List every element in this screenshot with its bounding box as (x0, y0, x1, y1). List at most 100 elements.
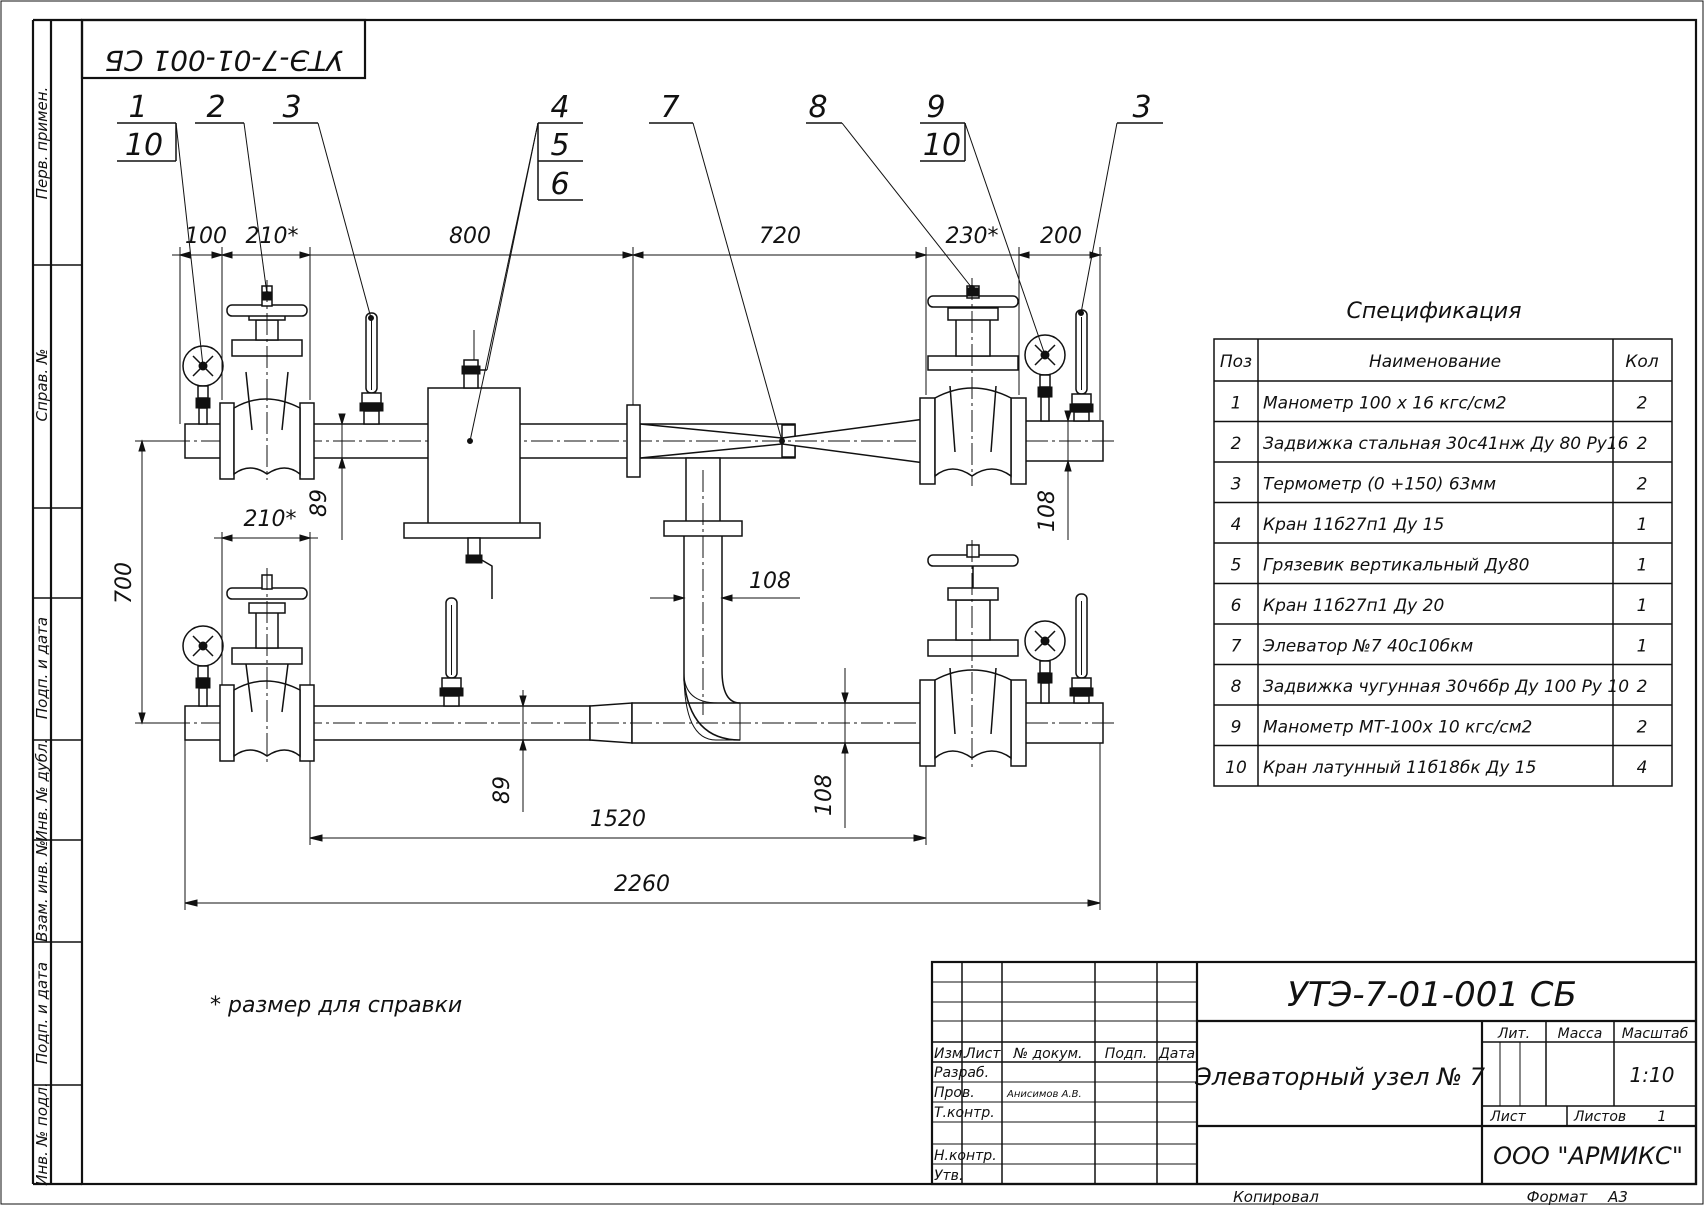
dim-89-top: 89 (307, 489, 332, 517)
gate-valve-upper-right (927, 278, 1019, 486)
thermometer-lower-left (439, 597, 464, 707)
dim-230: 230* (946, 224, 999, 249)
tb-doc-code: УТЭ-7-01-001 СБ (1287, 975, 1577, 1015)
dim-1520: 1520 (590, 807, 646, 832)
dim-89-low: 89 (490, 776, 515, 804)
callout-leaders (117, 122, 1163, 444)
spec-cell-pos: 7 (1231, 636, 1242, 656)
tb-utv: Утв. (934, 1168, 963, 1184)
tb-list: Лист (1489, 1109, 1526, 1125)
tb-tkontr: Т.контр. (934, 1105, 995, 1121)
dim-700: 700 (112, 562, 137, 604)
spec-title: Спецификация (1347, 299, 1522, 324)
spec-cell-name: Элеватор №7 40с10бкм (1262, 636, 1473, 656)
tb-razrab: Разраб. (934, 1065, 989, 1081)
spec-cell-qty: 1 (1637, 515, 1648, 535)
dim-800: 800 (449, 224, 491, 249)
side-stamp-podp-data-1: Подп. и дата (33, 617, 51, 719)
dim-108-low: 108 (812, 774, 837, 816)
tb-col-doc: № докум. (1012, 1046, 1082, 1062)
dim-720: 720 (759, 224, 801, 249)
tb-format-value: А3 (1607, 1188, 1628, 1205)
callout-5: 5 (550, 128, 569, 163)
side-stamp-labels: Перв. примен. Справ. № Подп. и дата Инв.… (33, 87, 51, 1186)
tb-company: ООО "АРМИКС" (1493, 1142, 1683, 1170)
side-stamp-sprav: Справ. № (33, 349, 51, 422)
tb-col-date: Дата (1158, 1046, 1195, 1062)
spec-cell-name: Манометр 100 х 16 кгс/см2 (1263, 393, 1507, 413)
spec-header-pos: Поз (1220, 352, 1252, 372)
side-stamp-perv-primen: Перв. примен. (33, 87, 51, 200)
side-stamp-inv-dubl: Инв. № дубл. (33, 739, 51, 842)
side-stamp-podp-data-2: Подп. и дата (33, 962, 51, 1064)
spec-cell-pos: 3 (1231, 474, 1242, 494)
gate-valve-lower-right (927, 540, 1019, 768)
spec-cell-name: Кран 11б27п1 Ду 20 (1263, 596, 1444, 616)
tb-col-list: Лист (964, 1046, 1001, 1062)
tb-copied: Копировал (1233, 1188, 1319, 1205)
elevator-branch (663, 457, 743, 741)
spec-cell-name: Задвижка стальная 30с41нж Ду 80 Ру16 (1263, 434, 1629, 454)
spec-cell-name: Кран латунный 11б18бк Ду 15 (1263, 758, 1536, 778)
tb-scale: 1:10 (1630, 1063, 1675, 1087)
tb-listov: Листов (1573, 1109, 1626, 1125)
callout-2: 2 (206, 90, 225, 125)
tb-masshtab: Масштаб (1622, 1026, 1689, 1042)
pressure-gauge-upper-right (1024, 334, 1066, 422)
callout-6: 6 (550, 167, 569, 202)
dim-2260: 2260 (614, 872, 670, 897)
thermometer-upper-right (1069, 309, 1094, 422)
callout-9-sub: 10 (923, 128, 961, 163)
spec-cell-name: Манометр МТ-100х 10 кгс/см2 (1263, 717, 1532, 737)
tb-col-sign: Подп. (1105, 1046, 1147, 1062)
spec-cell-pos: 9 (1231, 717, 1242, 737)
spec-cell-qty: 2 (1637, 434, 1648, 454)
callout-1: 1 (128, 90, 147, 125)
tb-format-label: Формат (1527, 1188, 1589, 1205)
spec-cell-qty: 2 (1637, 717, 1648, 737)
tb-nkontr: Н.контр. (934, 1148, 997, 1164)
callout-3-right: 3 (1132, 90, 1151, 125)
doc-code-stamp-text: УТЭ-7-01-001 СБ (105, 44, 344, 77)
spec-cell-qty: 2 (1637, 393, 1648, 413)
tb-massa: Масса (1558, 1026, 1603, 1042)
tb-prov-name: Анисимов А.В. (1006, 1089, 1082, 1100)
tb-prov: Пров. (934, 1085, 975, 1101)
dim-210-top: 210* (246, 224, 299, 249)
dim-100: 100 (185, 224, 227, 249)
spec-cell-name: Кран 11б27п1 Ду 15 (1263, 515, 1444, 535)
spec-cell-pos: 10 (1225, 758, 1247, 778)
dimension-lines (135, 247, 1102, 910)
spec-cell-pos: 1 (1231, 393, 1242, 413)
spec-cell-qty: 1 (1637, 636, 1648, 656)
spec-cell-pos: 6 (1231, 596, 1242, 616)
spec-cell-pos: 4 (1231, 515, 1242, 535)
spec-cell-name: Задвижка чугунная 30ч6бр Ду 100 Ру 10 (1263, 677, 1629, 697)
spec-cell-pos: 8 (1231, 677, 1242, 697)
side-stamp-vzam-inv: Взам. инв. № (33, 840, 51, 942)
callout-8: 8 (808, 90, 827, 125)
spec-header-name: Наименование (1369, 352, 1501, 372)
pipe-flanges (219, 397, 1027, 767)
dim-210-low: 210* (244, 507, 297, 532)
dim-108-mid: 108 (749, 569, 791, 594)
spec-cell-qty: 1 (1637, 555, 1648, 575)
spec-cell-pos: 5 (1231, 555, 1242, 575)
gate-valve-lower-left (226, 568, 308, 762)
spec-cell-name: Грязевик вертикальный Ду80 (1263, 555, 1529, 575)
callout-7: 7 (660, 90, 679, 125)
pressure-gauge-upper-left (182, 345, 224, 425)
tb-listov-value: 1 (1658, 1109, 1667, 1125)
thermometer-lower-right (1069, 593, 1094, 704)
dim-108-right: 108 (1035, 490, 1060, 532)
spec-header-qty: Кол (1625, 352, 1658, 372)
callout-1-sub: 10 (125, 128, 163, 163)
mud-separator (403, 330, 541, 599)
spec-cell-qty: 1 (1637, 596, 1648, 616)
thermometer-upper-left (359, 312, 384, 425)
spec-cell-qty: 4 (1637, 758, 1648, 778)
pressure-gauge-lower-left (182, 625, 224, 707)
